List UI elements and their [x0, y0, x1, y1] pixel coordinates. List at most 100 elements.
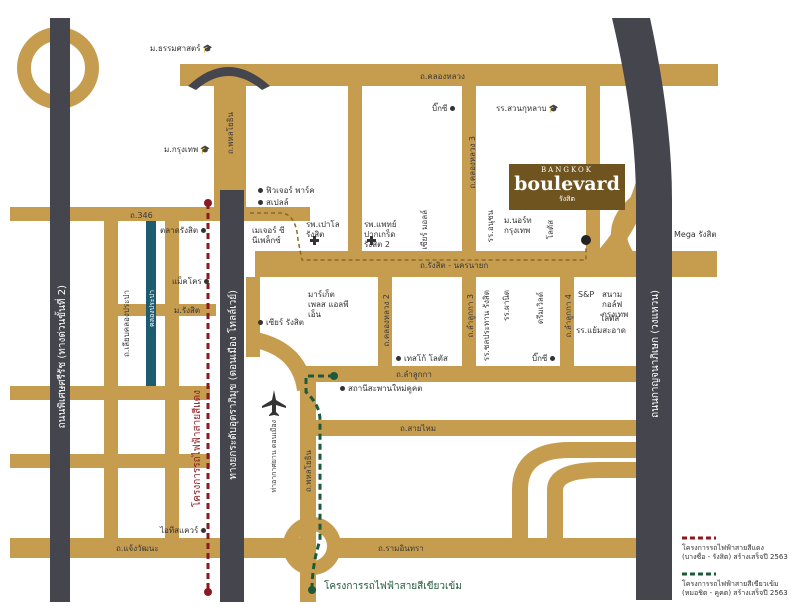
place-market-place: มาร์เก็ต เพลส แอลพีเอ็น	[308, 290, 349, 319]
place-krungthep: ม.กรุงเทพ🎓	[164, 145, 211, 154]
brand-main: boulevard	[514, 173, 620, 195]
label-green-line: โครงการรถไฟฟ้าสายสีเขียวเข้ม	[324, 581, 462, 592]
place-lotus-right: โลตัส	[600, 314, 620, 323]
location-dot-icon	[549, 356, 555, 361]
location-dot-icon	[258, 200, 263, 205]
place-mega: Mega รังสิต	[674, 230, 717, 239]
place-thammasat: ม.ธรรมศาสตร์🎓	[150, 44, 213, 53]
place-rr-nawamin: รร.ผานิต	[502, 290, 511, 321]
label-khlong-prapa: คลองประปา	[148, 290, 156, 327]
legend-red: โครงการรถไฟฟ้าสายสีแดง (บางซื่อ - รังสิต…	[682, 544, 788, 562]
road-v-klongluang2	[378, 277, 392, 366]
highway-arc-top	[188, 67, 270, 90]
label-phahon-bottom: ถ.พหลโยธิน	[304, 450, 313, 493]
location-dot-icon	[258, 320, 263, 325]
location-dot-icon	[204, 279, 210, 284]
place-rattana: รร.อนุชน	[486, 210, 495, 243]
legend-green-title: โครงการรถไฟฟ้าสายสีเขียวเข้ม	[682, 580, 779, 588]
place-rr-prasert: รร.แย้มสะอาด	[576, 326, 626, 335]
label-ram-inthra: ถ.รามอินทรา	[378, 544, 424, 553]
place-paolo-2: รพ.แพทย์ปากเกร็ด รังสิต 2	[364, 220, 397, 249]
label-klong-luang: ถ.คลองหลวง	[420, 72, 465, 81]
red-line-start	[204, 199, 212, 207]
access-route	[250, 212, 587, 261]
place-makro: แม็คโคร	[172, 277, 212, 287]
place-rangsit-market: ตลาดรังสิต	[160, 226, 209, 236]
road-v-3	[104, 221, 118, 551]
label-klong-luang-2: ถ.คลองหลวง 2	[382, 294, 391, 347]
place-zeer-rangsit: เซียร์ รังสิต	[258, 318, 304, 328]
label-sai-mai: ถ.สายไหม	[400, 424, 437, 433]
green-line-start	[330, 372, 338, 380]
location-dot-icon	[258, 188, 263, 193]
airplane-icon	[262, 390, 286, 416]
location-dot-icon	[396, 356, 401, 361]
label-lam-luk-ka-4: ถ.ลำลูกกา 4	[564, 294, 573, 338]
hospital-icon	[310, 236, 319, 245]
place-sp: S&P	[578, 290, 595, 299]
place-major: เมเจอร์ ซีนีเพล็กซ์	[252, 226, 285, 245]
place-tesco: เทสโก้ โลตัส	[396, 354, 448, 364]
legend-green-sub: (หมอชิต - คูคต) สร้างเสร็จปี 2563	[682, 589, 788, 597]
place-rr-rangsit: รร.ชลประทาน รังสิต	[482, 290, 491, 362]
place-it-square: ไอทีสแควร์	[160, 526, 209, 536]
place-spell: สเปลล์	[258, 198, 289, 208]
place-station: สถานีสะพานใหม่คูคต	[340, 384, 422, 394]
roundabout-bottom	[283, 517, 341, 575]
label-red-line: โครงการรถไฟฟ้าสายสีแดง	[192, 390, 203, 508]
curved-roads	[253, 177, 653, 540]
label-phahon-top: ถ.พหลโยธิน	[226, 112, 235, 155]
highway-right	[612, 18, 672, 600]
place-golf: สนามกอล์ฟ กรุงเทพ	[602, 290, 629, 319]
graduation-cap-icon: 🎓	[202, 44, 213, 53]
road-lam-luk-ka	[300, 366, 636, 382]
highways	[50, 18, 672, 602]
location-dot-icon	[340, 386, 345, 391]
highway-center	[220, 190, 244, 602]
road-v-5	[246, 277, 260, 357]
place-suan-kularb: รร.สวนกุหลาบ🎓	[496, 104, 559, 113]
place-zeer-mall: เซียร์ มอลล์	[420, 210, 429, 250]
label-road-346: ถ.346	[130, 211, 153, 220]
location-dot-icon	[449, 106, 455, 111]
legend-green: โครงการรถไฟฟ้าสายสีเขียวเข้ม (หมอชิต - ค…	[682, 580, 788, 598]
red-line-end	[204, 588, 212, 596]
brand-top: BANGKOK	[541, 166, 593, 174]
road-v-4	[165, 221, 179, 551]
location-dot-icon	[200, 228, 206, 233]
label-lam-luk-ka: ถ.ลำลูกกา	[396, 370, 432, 379]
road-v-lamlukka4	[560, 277, 574, 366]
legend-red-title: โครงการรถไฟฟ้าสายสีแดง	[682, 544, 764, 552]
place-future-park: ฟิวเจอร์ พาร์ค	[258, 186, 315, 196]
project-brand-box: BANGKOK boulevard รังสิต	[509, 164, 625, 210]
location-dot-icon	[200, 528, 206, 533]
label-lam-luk-ka-3: ถ.ลำลูกกา 3	[466, 294, 475, 338]
label-klong-luang-3: ถ.คลองหลวง 3	[468, 136, 477, 189]
place-bigc-top: บิ๊กซี	[432, 104, 458, 114]
highway-left	[50, 18, 70, 602]
green-line-end	[308, 586, 316, 594]
road-v-lamlukka3	[462, 277, 476, 366]
road-v-1	[348, 86, 362, 251]
label-rangsit-nakhon-nayok: ถ.รังสิต - นครนายก	[420, 261, 489, 270]
curve-vibhavadi	[253, 332, 313, 392]
place-univ-bkk: ม.นอร์ท กรุงเทพ	[504, 216, 532, 235]
place-lotus-top: โลตัส	[546, 220, 555, 240]
curve-sai-mai-loop	[512, 442, 636, 540]
canal-khlong-prapa	[146, 221, 156, 386]
place-pathum-hosp: รพ.เปาโล รังสิต	[306, 220, 340, 239]
road-v-klongluang3	[462, 86, 476, 251]
label-highway-left: ถนนพิเศษศรีรัช (ทางด่วนขั้นที่ 2)	[57, 285, 68, 429]
road-ram-inthra	[330, 538, 636, 558]
graduation-cap-icon: 🎓	[200, 145, 211, 154]
road-phahon-top	[214, 64, 246, 214]
curve-sai-mai-loop2	[547, 462, 636, 540]
road-sai-mai	[300, 420, 636, 436]
hospital-icons	[310, 236, 376, 245]
graduation-cap-icon: 🎓	[548, 104, 559, 113]
label-highway-center: ทางยกระดับอุตราภิมุข (ดอนเมือง โทลล์เวย์…	[228, 290, 239, 480]
place-dream-world: ดรีมเวิลด์	[536, 292, 545, 325]
label-chaeng-watthana: ถ.แจ้งวัฒนะ	[116, 544, 159, 553]
project-location-marker	[581, 235, 591, 245]
